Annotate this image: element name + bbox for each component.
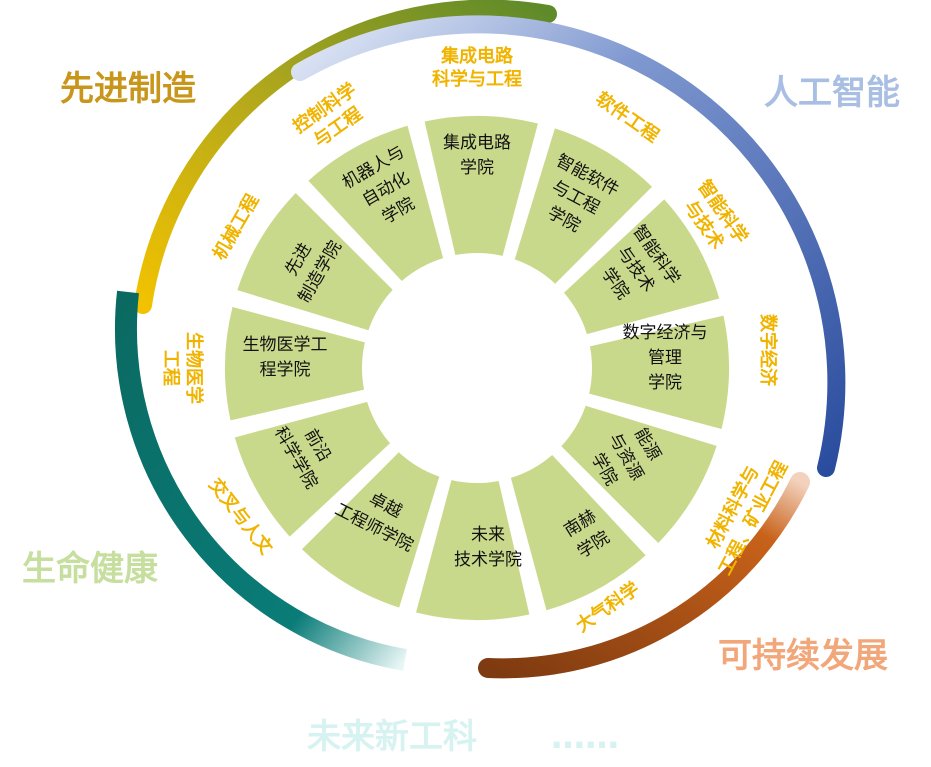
- artificial-intelligence-arc: [291, 15, 846, 477]
- college-segment[interactable]: [416, 480, 530, 621]
- major-label-line: 工程: [160, 350, 181, 386]
- major-label-line: 科学与工程: [432, 68, 522, 90]
- category-advanced-manufacturing: 先进制造: [60, 69, 196, 109]
- college-segment[interactable]: [510, 454, 646, 611]
- college-label-line: 管理: [648, 348, 682, 368]
- college-segment[interactable]: [424, 116, 538, 256]
- advanced-manufacturing-arc: [134, 0, 557, 314]
- major-label-line: 生物医学: [183, 332, 205, 404]
- major-label-line: 数字经济: [757, 314, 779, 387]
- college-label: 集成电路学院: [443, 133, 511, 178]
- life-health-arc: [115, 290, 407, 671]
- college-label-line: 未来: [471, 525, 505, 545]
- category-sustainable-development: 可持续发展: [718, 636, 888, 676]
- major-label: 数字经济: [757, 314, 779, 387]
- sustainable-development-arc: [478, 472, 810, 679]
- category-artificial-intelligence: 人工智能: [764, 73, 900, 113]
- major-label: 集成电路科学与工程: [432, 45, 522, 90]
- category-future-engineering: 未来新工科: [307, 717, 477, 757]
- category-life-health: 生命健康: [22, 549, 158, 589]
- college-label-line: 学院: [460, 158, 494, 178]
- college-label-line: 学院: [648, 373, 682, 393]
- major-label: 软件工程: [592, 87, 664, 146]
- major-label-line: 软件工程: [592, 87, 664, 146]
- college-label-line: 技术学院: [454, 550, 522, 570]
- college-label: 数字经济与管理学院: [623, 323, 708, 393]
- college-segment[interactable]: [308, 125, 444, 282]
- college-segment[interactable]: [514, 128, 653, 284]
- college-segment[interactable]: [225, 307, 365, 421]
- college-label: 未来技术学院: [454, 525, 522, 570]
- college-segment[interactable]: [561, 405, 717, 544]
- college-segments: [225, 116, 730, 621]
- major-label: 生物医学工程: [160, 332, 205, 404]
- college-segment[interactable]: [237, 192, 393, 331]
- college-label-line: 数字经济与: [623, 323, 708, 343]
- college-segment[interactable]: [301, 452, 440, 608]
- college-segment[interactable]: [563, 199, 720, 335]
- college-segment[interactable]: [589, 315, 730, 429]
- major-label-line: 集成电路: [440, 45, 514, 67]
- college-label-line: 集成电路: [443, 133, 511, 153]
- college-label-line: 生物医学工: [243, 335, 328, 355]
- category-ellipsis: ……: [551, 717, 619, 757]
- college-label: 生物医学工程学院: [243, 335, 328, 380]
- college-segment[interactable]: [234, 401, 391, 537]
- college-label-line: 程学院: [260, 360, 311, 380]
